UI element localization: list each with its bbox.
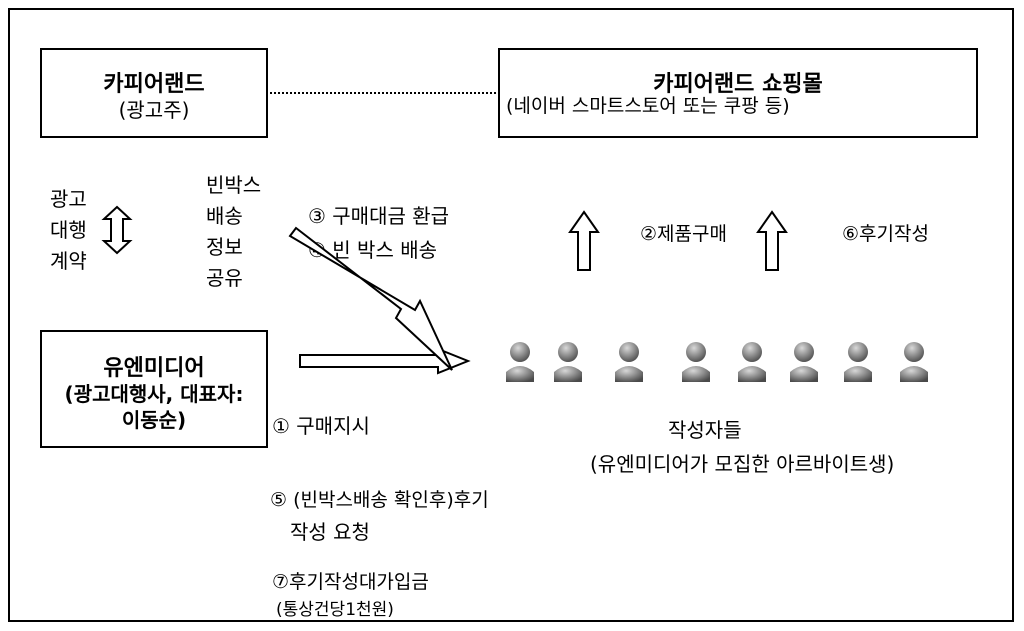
step-3-label: ③ 구매대금 환급 (308, 204, 450, 228)
refund-diagonal-arrow-icon (288, 226, 453, 371)
step-2-label: ②제품구매 (640, 223, 727, 245)
contract-label: 광고 대행 계약 (50, 187, 87, 273)
writer-person-icon (900, 342, 928, 382)
review-up-arrow-icon (756, 210, 788, 271)
advertiser-sub: (광고주) (118, 98, 190, 122)
writer-person-icon (844, 342, 872, 382)
step-6-label: ⑥후기작성 (842, 223, 929, 245)
writer-person-icon (682, 342, 710, 382)
step-7-label-cont: (통상건당1천원) (276, 600, 394, 620)
writer-person-icon (738, 342, 766, 382)
writers-sub: (유엔미디어가 모집한 아르바이트생) (590, 452, 895, 476)
shop-box: 카피어랜드 쇼핑몰 (네이버 스마트스토어 또는 쿠팡 등) (498, 48, 978, 138)
purchase-up-arrow-icon (568, 210, 600, 271)
agency-representative: 이동순) (121, 408, 187, 432)
agency-name: 유엔미디어 (103, 356, 205, 381)
contract-double-arrow-icon (101, 205, 133, 255)
agency-desc: (광고대행사, 대표자: (64, 382, 244, 406)
step-7-label: ⑦후기작성대가입금 (272, 571, 429, 593)
step-5-label: ⑤ (빈박스배송 확인후)후기 (270, 489, 489, 511)
writers-title: 작성자들 (668, 418, 742, 442)
writer-person-icon (554, 342, 582, 382)
outer-frame (8, 8, 1014, 622)
shop-sub: (네이버 스마트스토어 또는 쿠팡 등) (506, 95, 790, 117)
agency-box: 유엔미디어 (광고대행사, 대표자: 이동순) (40, 330, 268, 448)
box-info-label: 빈박스 배송 정보 공유 (206, 173, 262, 290)
advertiser-box: 카피어랜드 (광고주) (40, 48, 268, 138)
shop-name: 카피어랜드 쇼핑몰 (653, 72, 823, 97)
advertiser-name: 카피어랜드 (103, 72, 205, 97)
step-1-label: ① 구매지시 (272, 414, 370, 438)
writer-person-icon (506, 342, 534, 382)
writer-person-icon (790, 342, 818, 382)
writer-person-icon (615, 342, 643, 382)
step-5-label-cont: 작성 요청 (290, 520, 370, 544)
